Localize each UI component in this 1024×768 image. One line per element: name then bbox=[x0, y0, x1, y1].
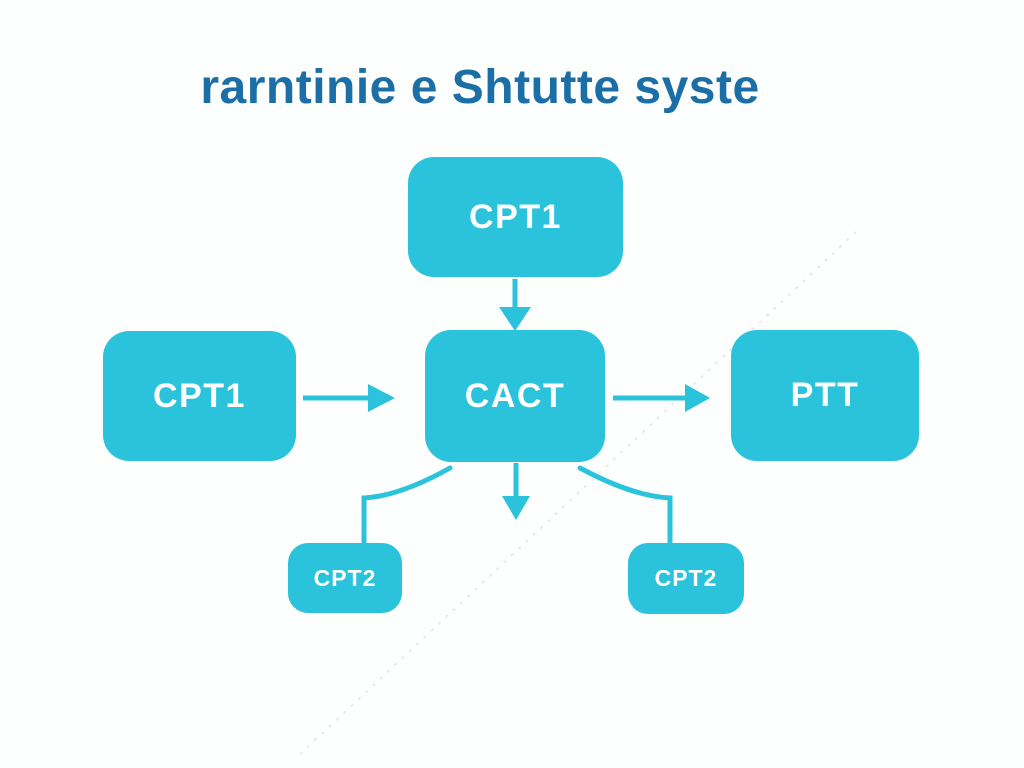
node-cpt1-left: CPT1 bbox=[103, 331, 296, 461]
node-cpt2-left: CPT2 bbox=[288, 543, 402, 613]
node-cpt1-top: CPT1 bbox=[408, 157, 623, 277]
node-cact: CACT bbox=[425, 330, 605, 462]
curve-cact-to-cpt2right bbox=[577, 465, 673, 545]
arrow-cact-down bbox=[502, 463, 530, 520]
node-cpt2-right-label: CPT2 bbox=[654, 565, 718, 591]
arrow-cact-to-ptt bbox=[613, 384, 710, 412]
node-ptt-label: PTT bbox=[790, 376, 860, 414]
arrow-cpt1left-to-cact bbox=[303, 384, 395, 412]
background-dashed-line bbox=[295, 231, 857, 759]
diagram-title: rarntinie e Shtutte syste bbox=[200, 61, 760, 114]
node-cpt2-right: CPT2 bbox=[628, 543, 744, 614]
node-cpt2-left-label: CPT2 bbox=[313, 564, 377, 591]
curve-cact-to-cpt2left bbox=[361, 465, 453, 545]
node-ptt: PTT bbox=[731, 330, 919, 461]
node-cact-label: CACT bbox=[464, 376, 566, 415]
node-cpt1-top-label: CPT1 bbox=[469, 197, 562, 236]
node-cpt1-left-label: CPT1 bbox=[153, 376, 246, 415]
arrow-cpt1top-to-cact bbox=[499, 279, 531, 331]
